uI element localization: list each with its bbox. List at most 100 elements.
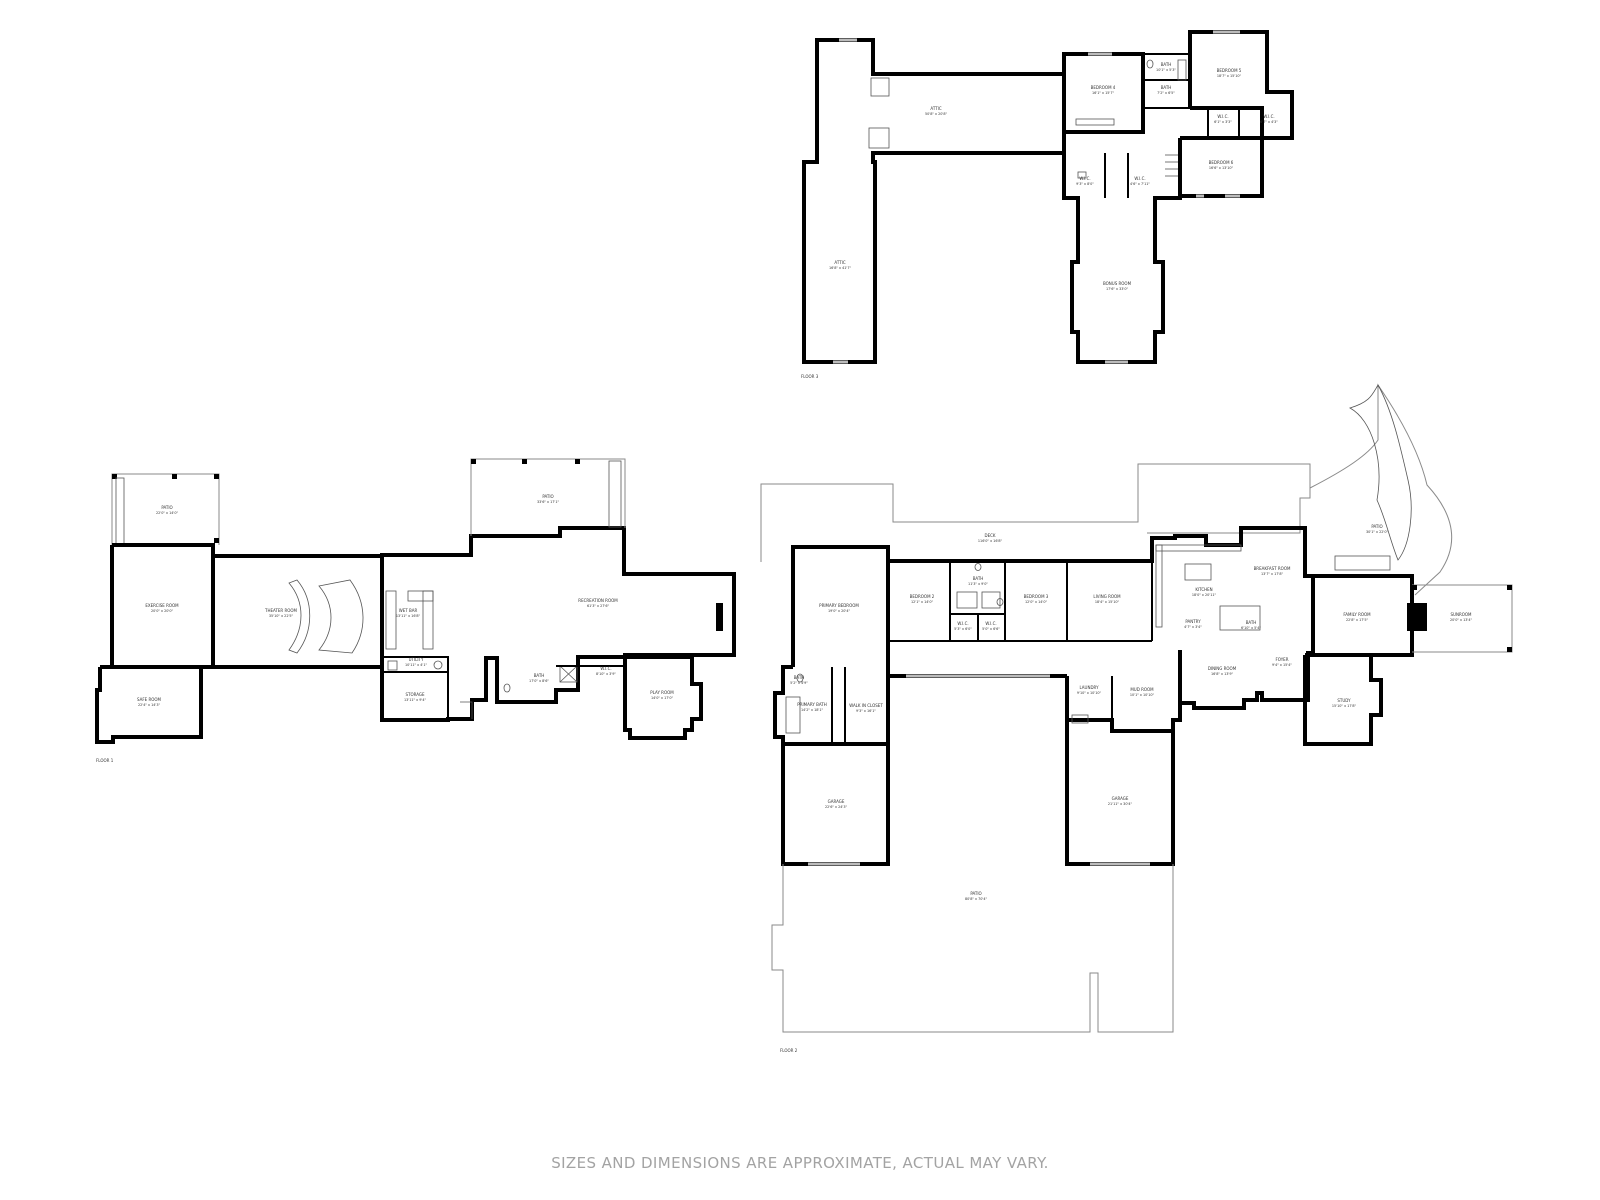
room-dimensions: 16'1" x 15'7"	[1092, 91, 1115, 95]
room-label-bed2: BEDROOM 212'1" x 14'0"	[910, 594, 935, 604]
room-name: ATTIC	[930, 106, 941, 111]
room-label-wic3b: W.I.C.6'7" x 4'3"	[1260, 114, 1278, 124]
primary-bedroom-wall	[791, 545, 890, 667]
room-name: BATH	[1246, 620, 1257, 625]
room-name: PATIO	[161, 505, 172, 510]
room-name: UTILITY	[409, 657, 424, 662]
room-name: W.I.C.	[1217, 114, 1228, 119]
room-name: WALK IN CLOSET	[849, 703, 883, 708]
room-name: BEDROOM 5	[1217, 68, 1242, 73]
patio-3-outline	[771, 864, 1174, 1033]
room-label-bed5: BEDROOM 518'7" x 15'10"	[1217, 68, 1242, 78]
room-dimensions: 14'2" x 18'1"	[801, 708, 824, 712]
room-name: GARAGE	[828, 799, 845, 804]
room-name: PATIO	[970, 891, 981, 896]
room-name: BEDROOM 2	[910, 594, 935, 599]
room-label-wic3d: W.I.C.4'6" x 7'11"	[1130, 176, 1150, 186]
room-dimensions: 50'8" x 20'8"	[925, 112, 948, 116]
room-label-bed6: BEDROOM 616'6" x 13'10"	[1209, 160, 1234, 170]
room-name: BATH	[1161, 62, 1172, 67]
room-name: SAFE ROOM	[137, 697, 162, 702]
room-name: PRIMARY BATH	[797, 702, 826, 707]
room-dimensions: 116'0" x 16'8"	[978, 539, 1003, 543]
play-room-wall	[623, 655, 703, 740]
floor-1-label: FLOOR 1	[96, 758, 114, 763]
room-dimensions: 22'8" x 17'5"	[1346, 618, 1369, 622]
room-name: BEDROOM 3	[1024, 594, 1049, 599]
room-label-wic2a: W.I.C.5'3" x 6'0"	[954, 621, 972, 631]
room-dimensions: 9'4" x 15'4"	[1272, 663, 1292, 667]
room-dimensions: 11'3" x 9'0"	[968, 582, 988, 586]
room-dimensions: 16'8" x 13'9"	[1211, 672, 1234, 676]
deck-outline	[760, 463, 1311, 562]
room-dimensions: 35'10" x 22'5"	[269, 614, 294, 618]
room-name: PATIO	[542, 494, 553, 499]
room-dimensions: 22'6" x 24'3"	[825, 805, 848, 809]
room-name: STORAGE	[405, 692, 425, 697]
room-label-bed3: BEDROOM 312'0" x 14'0"	[1024, 594, 1049, 604]
room-dimensions: 80'8" x 70'4"	[965, 897, 988, 901]
patio-2-curve	[1309, 383, 1453, 596]
floor-2-label: FLOOR 2	[780, 1048, 798, 1053]
room-label-bed4: BEDROOM 416'1" x 15'7"	[1091, 85, 1116, 95]
attic-wall	[802, 38, 1064, 364]
room-dimensions: 15'10" x 17'8"	[1332, 704, 1357, 708]
room-dimensions: 19'0" x 20'4"	[828, 609, 851, 613]
room-name: LAUNDRY	[1079, 685, 1099, 690]
room-dimensions: 12'1" x 14'0"	[911, 600, 934, 604]
garage-b-wall	[1065, 720, 1175, 866]
room-dimensions: 9'3" x 16'1"	[856, 709, 876, 713]
room-name: PATIO	[1371, 524, 1382, 529]
room-name: SUNROOM	[1451, 612, 1473, 617]
room-dimensions: 20'0" x 20'0"	[151, 609, 174, 613]
room-name: BATH	[1161, 85, 1172, 90]
room-dimensions: 17'0" x 8'6"	[529, 679, 549, 683]
room-dimensions: 13'7" x 17'8"	[1261, 572, 1284, 576]
disclaimer-text: SIZES AND DIMENSIONS ARE APPROXIMATE, AC…	[551, 1154, 1049, 1172]
room-name: PRIMARY BEDROOM	[819, 603, 859, 608]
room-dimensions: 61'3" x 27'6"	[587, 604, 610, 608]
room-dimensions: 9'3" x 8'0"	[1076, 182, 1094, 186]
room-dimensions: 18'7" x 15'10"	[1217, 74, 1242, 78]
laundry-wall	[1065, 650, 1182, 733]
room-label-wic3c: W.I.C.9'3" x 8'0"	[1076, 176, 1094, 186]
room-name: FOYER	[1276, 657, 1289, 662]
room-dimensions: 33'6" x 17'1"	[537, 500, 560, 504]
study-wall	[1303, 655, 1383, 746]
room-dimensions: 13'11" x 16'8"	[396, 614, 421, 618]
room-name: PLAY ROOM	[650, 690, 674, 695]
room-dimensions: 10'11" x 4'1"	[405, 663, 428, 667]
bedroom-row-wall	[888, 546, 1154, 563]
room-dimensions: 12'0" x 14'0"	[1025, 600, 1048, 604]
room-name: LIVING ROOM	[1093, 594, 1121, 599]
room-label-wic3a: W.I.C.6'1" x 3'3"	[1214, 114, 1232, 124]
room-dimensions: 22'0" x 14'0"	[156, 511, 179, 515]
room-label-wic2b: W.I.C.5'0" x 6'6"	[982, 621, 1000, 631]
room-name: FAMILY ROOM	[1343, 612, 1371, 617]
room-name: DINING ROOM	[1208, 666, 1237, 671]
